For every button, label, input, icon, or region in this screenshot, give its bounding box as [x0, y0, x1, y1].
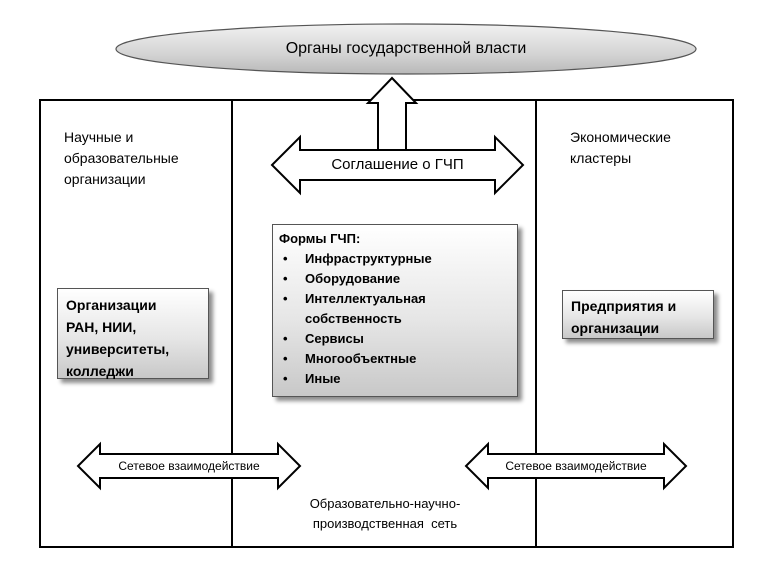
left-network-label: Сетевое взаимодействие	[118, 459, 260, 473]
right-box-line: Предприятия и	[571, 298, 677, 314]
network-caption-line: Образовательно-научно-	[309, 496, 461, 511]
network-caption: Образовательно-научно- производственная …	[262, 494, 508, 534]
ppp-forms-list: • Инфраструктурные • Оборудование • Интелле…	[279, 249, 511, 389]
left-box-line: университеты,	[66, 341, 170, 357]
ppp-form-item: • Многообъектные	[279, 349, 511, 369]
left-box-line: колледжи	[66, 363, 134, 379]
ppp-form-label: Иные	[305, 371, 341, 386]
right-enterprises-box: Предприятия и организации	[562, 290, 714, 339]
ppp-form-label: Инфраструктурные	[305, 251, 432, 266]
ppp-form-item: • Интеллектуальная собственность	[279, 289, 495, 329]
ppp-form-label: Сервисы	[305, 331, 364, 346]
left-box-line: РАН, НИИ,	[66, 319, 137, 335]
left-title-line: Научные и	[64, 129, 134, 145]
right-network-arrow	[464, 441, 688, 491]
ppp-forms-title: Формы ГЧП:	[279, 231, 361, 246]
agreement-double-arrow	[270, 134, 525, 196]
bullet-icon: •	[283, 371, 288, 386]
bullet-icon: •	[283, 351, 288, 366]
government-label: Органы государственной власти	[285, 40, 527, 57]
right-title-line: Экономические	[570, 129, 671, 145]
left-organizations-box: Организации РАН, НИИ, университеты, колл…	[57, 288, 209, 379]
left-title-line: организации	[64, 171, 146, 187]
right-title-line: кластеры	[570, 150, 632, 166]
right-column-title: Экономические кластеры	[570, 127, 671, 169]
right-network-label: Сетевое взаимодействие	[505, 459, 647, 473]
left-column-title: Научные и образовательные организации	[64, 127, 179, 190]
ppp-form-label: Многообъектные	[305, 351, 417, 366]
left-title-line: образовательные	[64, 150, 179, 166]
left-network-arrow	[76, 441, 302, 491]
ppp-forms-box: Формы ГЧП: • Инфраструктурные • Оборудован…	[272, 224, 518, 397]
bullet-icon: •	[283, 331, 288, 346]
vertical-up-arrow	[365, 76, 419, 161]
bullet-icon: •	[283, 291, 288, 306]
ppp-form-item: • Иные	[279, 369, 511, 389]
ppp-form-item: • Инфраструктурные	[279, 249, 511, 269]
right-box-line: организации	[571, 320, 660, 336]
left-box-line: Организации	[66, 297, 157, 313]
ppp-form-label: Интеллектуальная собственность	[305, 291, 426, 326]
ppp-form-item: • Сервисы	[279, 329, 511, 349]
bullet-icon: •	[283, 271, 288, 286]
ppp-form-item: • Оборудование	[279, 269, 511, 289]
network-caption-line: производственная сеть	[312, 516, 458, 531]
ppp-form-label: Оборудование	[305, 271, 401, 286]
agreement-label: Соглашение о ГЧП	[331, 156, 464, 173]
government-ellipse	[115, 23, 697, 75]
bullet-icon: •	[283, 251, 288, 266]
